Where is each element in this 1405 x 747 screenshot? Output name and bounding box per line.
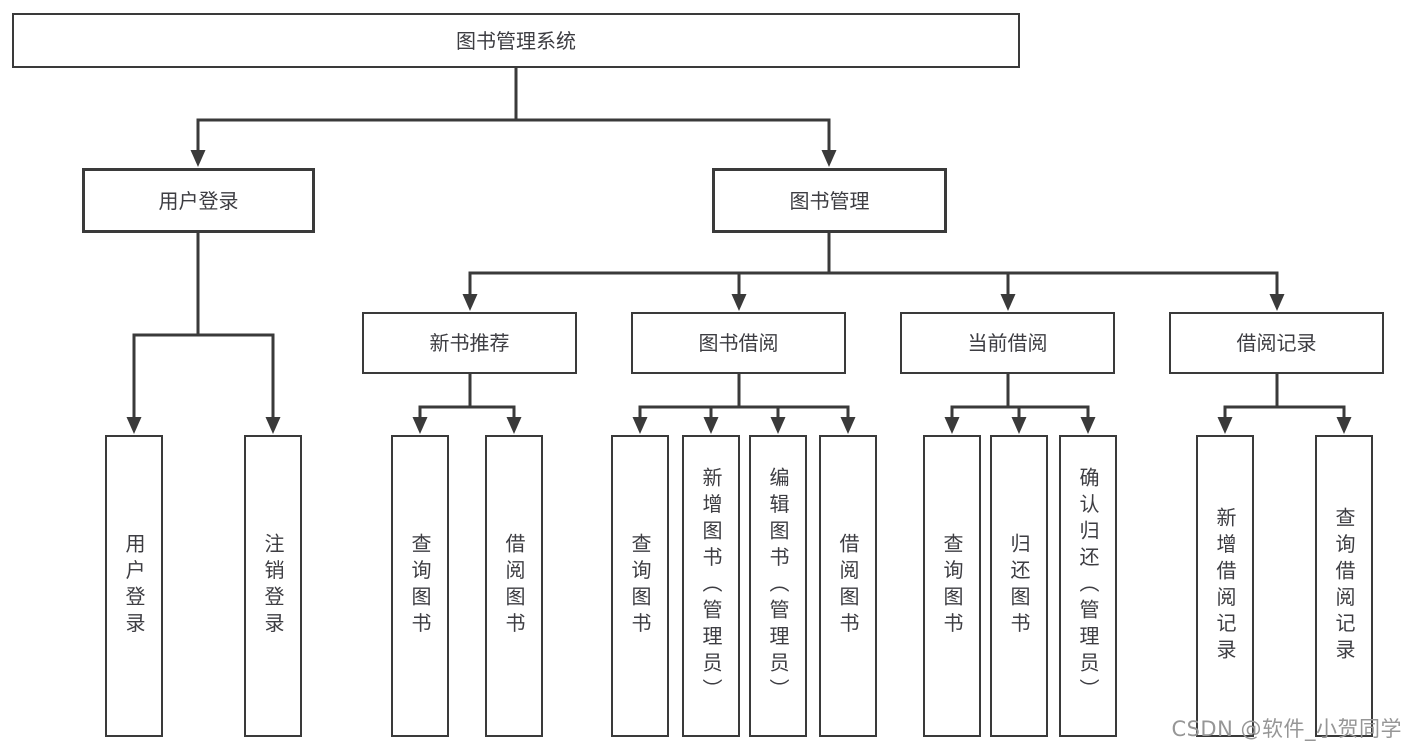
connector-root-split — [196, 68, 831, 151]
connector-borrow-records-split — [1223, 374, 1346, 418]
arrow-icon — [821, 150, 837, 167]
node-book-management: 图书管理 — [712, 168, 947, 233]
leaf-query-books-recommend: 查询图书 — [391, 435, 449, 737]
arrow-icon — [731, 294, 747, 311]
arrow-icon — [770, 417, 786, 434]
arrow-icon — [1011, 417, 1027, 434]
arrow-icon — [1336, 417, 1352, 434]
node-book-borrow: 图书借阅 — [631, 312, 846, 374]
node-current-borrow: 当前借阅 — [900, 312, 1115, 374]
connector-user-login-split — [132, 233, 275, 418]
connector-current-borrow-split — [950, 374, 1090, 418]
arrow-icon — [190, 150, 206, 167]
arrow-icon — [506, 417, 522, 434]
leaf-borrow-books: 借阅图书 — [819, 435, 877, 737]
connector-book-management-split — [468, 233, 1279, 295]
arrow-icon — [412, 417, 428, 434]
leaf-return-book: 归还图书 — [990, 435, 1048, 737]
node-root: 图书管理系统 — [12, 13, 1020, 68]
leaf-query-borrow-record: 查询借阅记录 — [1315, 435, 1373, 737]
leaf-add-book-admin: 新增图书（管理员） — [682, 435, 740, 737]
arrow-icon — [944, 417, 960, 434]
arrow-icon — [632, 417, 648, 434]
node-user-login: 用户登录 — [82, 168, 315, 233]
arrow-icon — [1000, 294, 1016, 311]
arrow-icon — [703, 417, 719, 434]
leaf-borrow-books-recommend: 借阅图书 — [485, 435, 543, 737]
arrow-icon — [126, 417, 142, 434]
leaf-edit-book-admin: 编辑图书（管理员） — [749, 435, 807, 737]
leaf-user-login: 用户登录 — [105, 435, 163, 737]
arrow-icon — [1269, 294, 1285, 311]
leaf-query-books-borrow: 查询图书 — [611, 435, 669, 737]
arrow-icon — [1080, 417, 1096, 434]
node-new-book-recommend: 新书推荐 — [362, 312, 577, 374]
connector-new-book-split — [418, 374, 516, 418]
arrow-icon — [840, 417, 856, 434]
arrow-icon — [462, 294, 478, 311]
watermark: CSDN @软件_小贺同学 — [1171, 717, 1402, 741]
arrow-icon — [265, 417, 281, 434]
arrow-icon — [1217, 417, 1233, 434]
node-borrow-records: 借阅记录 — [1169, 312, 1384, 374]
leaf-add-borrow-record: 新增借阅记录 — [1196, 435, 1254, 737]
connector-book-borrow-split — [638, 374, 850, 418]
leaf-confirm-return-admin: 确认归还（管理员） — [1059, 435, 1117, 737]
leaf-logout: 注销登录 — [244, 435, 302, 737]
leaf-query-books-current: 查询图书 — [923, 435, 981, 737]
